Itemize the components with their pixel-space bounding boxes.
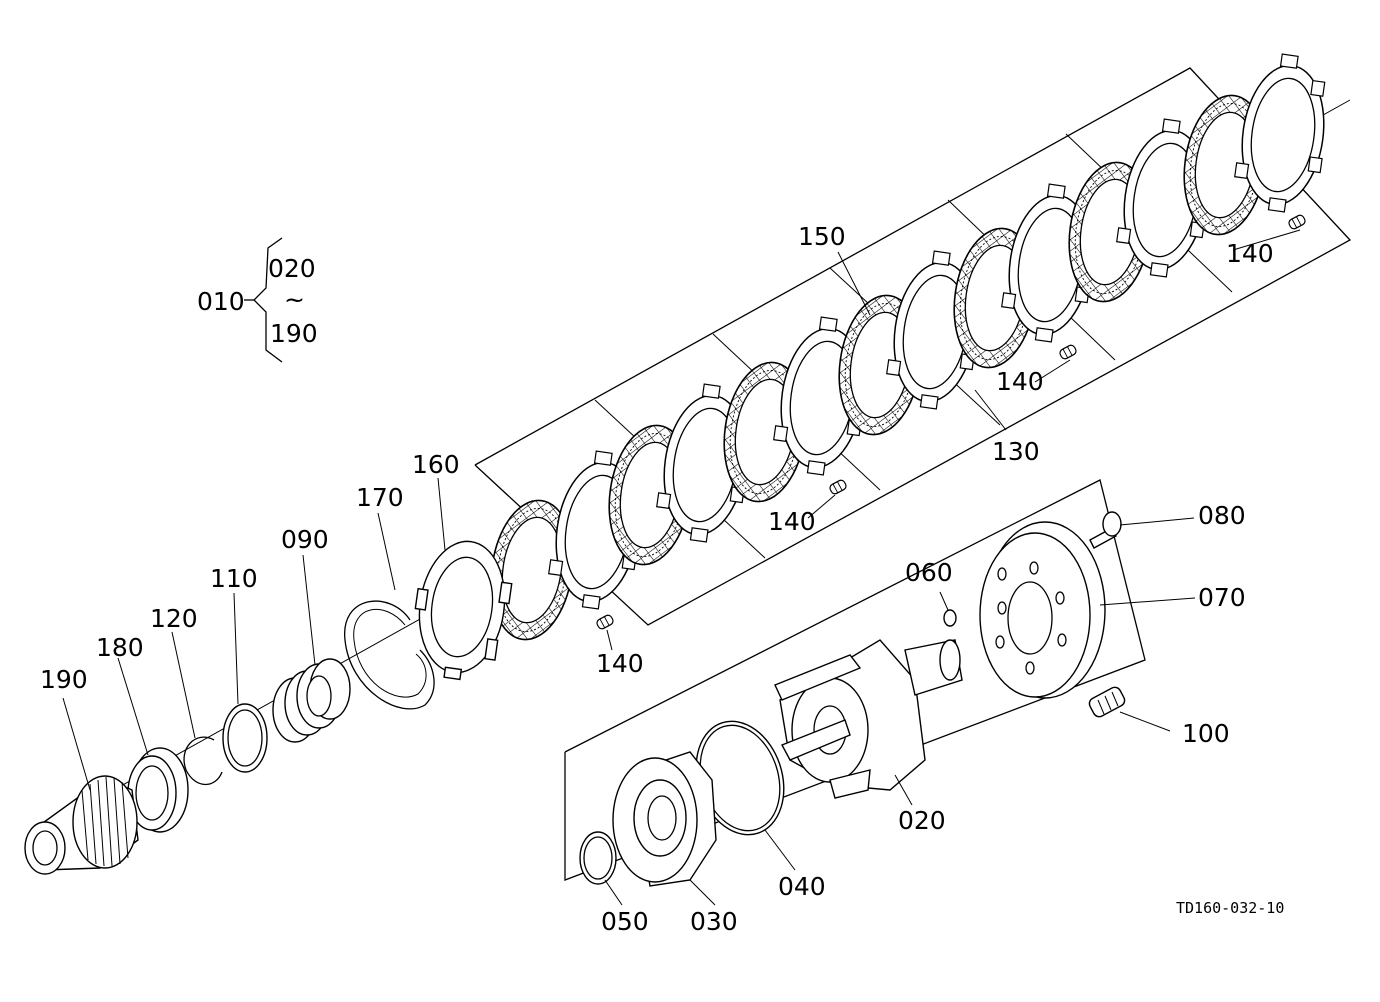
callout-060: 060	[905, 558, 953, 587]
snap-ring	[344, 600, 435, 710]
callout-170: 170	[356, 483, 404, 512]
end-plate	[414, 540, 513, 681]
callout-050: 050	[601, 907, 649, 936]
assembly-range-sep: ~	[284, 285, 305, 314]
assembly-bracket	[244, 237, 283, 363]
gear-hub	[24, 775, 139, 875]
small-o-ring	[943, 609, 957, 627]
seal-ring	[579, 831, 617, 885]
coil-spring	[1088, 686, 1126, 718]
callout-130: 130	[992, 437, 1040, 466]
spring-pin	[1286, 213, 1308, 231]
spring-pin	[594, 613, 616, 631]
circlip	[183, 736, 223, 786]
callout-140: 140	[1226, 239, 1274, 268]
assembly-label: 010	[197, 287, 245, 316]
piston	[612, 751, 717, 887]
callout-040: 040	[778, 872, 826, 901]
large-o-ring	[695, 720, 785, 836]
snap-ring-inner	[353, 609, 427, 698]
callout-180: 180	[96, 633, 144, 662]
spring-pin	[1057, 343, 1079, 361]
callout-140: 140	[996, 367, 1044, 396]
retaining-ring	[222, 703, 268, 773]
callout-140: 140	[768, 507, 816, 536]
drawing-code: TD160-032-10	[1176, 899, 1284, 917]
callout-140: 140	[596, 649, 644, 678]
callout-080: 080	[1198, 501, 1246, 530]
piston-assembly-outline	[564, 479, 1146, 881]
callout-090: 090	[281, 525, 329, 554]
callout-030: 030	[690, 907, 738, 936]
piston-spring	[272, 658, 351, 743]
callout-110: 110	[210, 564, 258, 593]
callout-070: 070	[1198, 583, 1246, 612]
callout-190: 190	[40, 665, 88, 694]
callout-150: 150	[798, 222, 846, 251]
pressure-disc	[979, 521, 1106, 699]
callout-020: 020	[898, 806, 946, 835]
clutch-drum	[774, 639, 963, 799]
spring-pin	[827, 478, 849, 496]
callout-100: 100	[1182, 719, 1230, 748]
leader-lines	[62, 229, 1301, 906]
callout-160: 160	[412, 450, 460, 479]
callout-120: 120	[150, 604, 198, 633]
assembly-range-to: 190	[270, 319, 318, 348]
bolt	[1089, 511, 1122, 549]
assembly-range-from: 020	[268, 254, 316, 283]
